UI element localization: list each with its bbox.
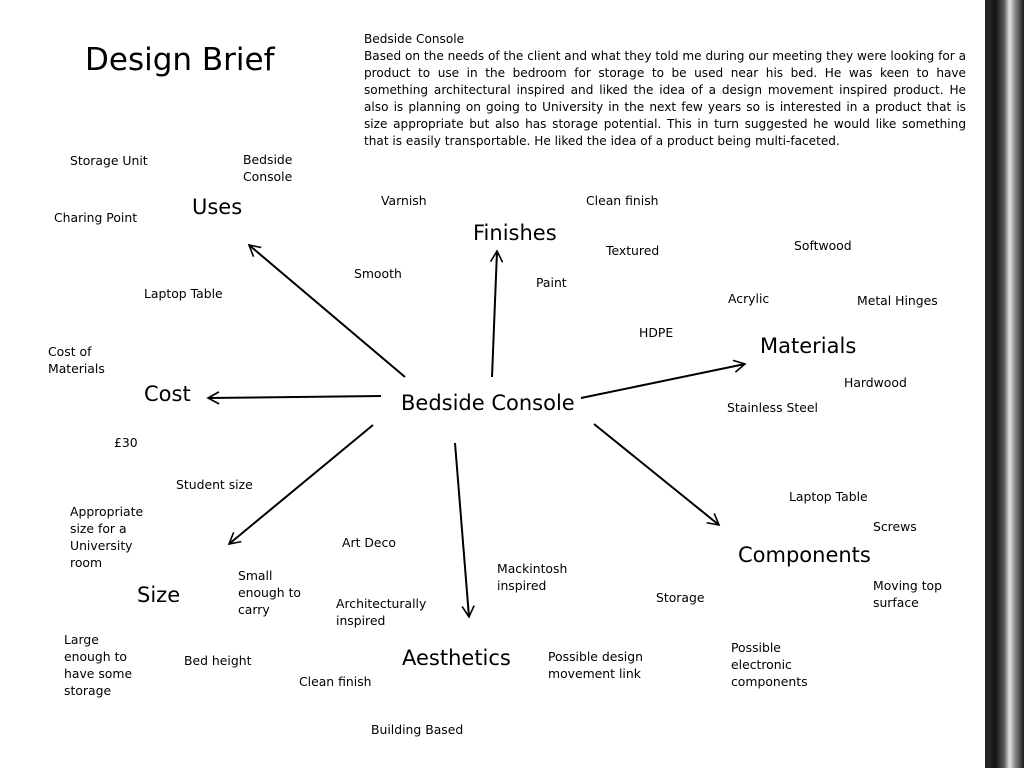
- arrow-to-materials: [580, 359, 747, 399]
- cost-item: Cost of Materials: [48, 344, 105, 376]
- brief-heading: Bedside Console: [364, 32, 465, 46]
- materials-item: Acrylic: [728, 291, 770, 306]
- branch-cost-label: Cost: [144, 382, 191, 406]
- materials-item: Stainless Steel: [727, 400, 818, 415]
- finishes-item: Textured: [606, 243, 660, 258]
- components-item: Screws: [873, 519, 917, 534]
- components-item: Possible electronic components: [731, 640, 808, 689]
- size-item: Bed height: [184, 653, 252, 668]
- size-item: Appropriate size for a University room: [70, 504, 144, 570]
- uses-item: Laptop Table: [144, 286, 223, 301]
- components-item: Laptop Table: [789, 489, 868, 504]
- materials-item: Softwood: [794, 238, 852, 253]
- aesthetics-item: Possible design movement link: [548, 649, 643, 681]
- branch-components-label: Components: [738, 543, 871, 567]
- slide-edge-line: [985, 0, 988, 768]
- arrow-to-components: [593, 423, 721, 527]
- finishes-item: Smooth: [354, 266, 402, 281]
- aesthetics-item: Clean finish: [299, 674, 372, 689]
- slide-edge-gradient: [988, 0, 1024, 768]
- aesthetics-item: Building Based: [371, 722, 464, 737]
- arrow-to-uses: [247, 243, 406, 378]
- finishes-item: Clean finish: [586, 193, 659, 208]
- brief-body: Based on the needs of the client and wha…: [364, 49, 966, 148]
- arrow-to-aesthetics: [454, 442, 475, 619]
- branch-finishes-label: Finishes: [473, 221, 557, 245]
- size-item: Large enough to have some storage: [64, 632, 133, 698]
- size-item: Student size: [176, 477, 253, 492]
- components-item: Storage: [656, 590, 705, 605]
- branch-uses-label: Uses: [192, 195, 243, 219]
- uses-item: Bedside Console: [243, 152, 293, 184]
- uses-item: Storage Unit: [70, 153, 148, 168]
- size-item: Small enough to carry: [238, 568, 302, 617]
- branch-materials-label: Materials: [760, 334, 857, 358]
- materials-item: Metal Hinges: [857, 293, 938, 308]
- components-item: Moving top surface: [873, 578, 943, 610]
- materials-item: Hardwood: [844, 375, 907, 390]
- branch-size-label: Size: [137, 583, 181, 607]
- mindmap-center-node: Bedside Console: [401, 391, 575, 415]
- arrow-to-finishes: [489, 249, 504, 378]
- finishes-item: Paint: [536, 275, 567, 290]
- slide-title: Design Brief: [85, 42, 275, 78]
- aesthetics-item: Architecturally inspired: [336, 596, 427, 628]
- cost-item: £30: [114, 435, 138, 450]
- materials-item: HDPE: [639, 325, 674, 340]
- branch-aesthetics-label: Aesthetics: [402, 646, 511, 670]
- aesthetics-item: Art Deco: [342, 535, 396, 550]
- finishes-item: Varnish: [381, 193, 427, 208]
- arrow-to-cost: [206, 391, 382, 405]
- arrow-to-size: [227, 424, 374, 546]
- design-brief-text: Bedside Console Based on the needs of th…: [364, 31, 966, 150]
- aesthetics-item: Mackintosh inspired: [497, 561, 568, 593]
- uses-item: Charing Point: [54, 210, 138, 225]
